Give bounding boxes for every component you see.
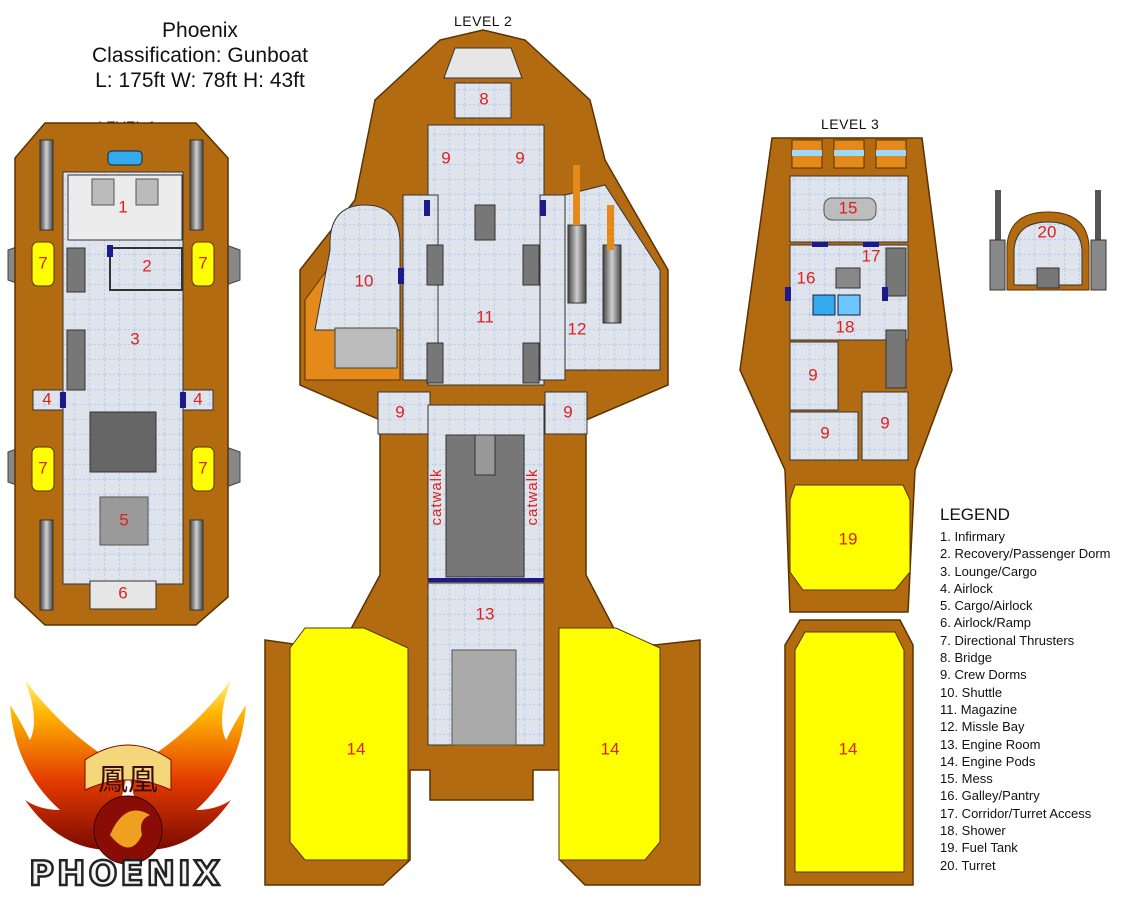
- phoenix-logo: 鳳凰 PHOENIX: [10, 680, 246, 895]
- ship-name: Phoenix: [162, 19, 238, 42]
- room-18-label: 18: [836, 317, 855, 336]
- legend-item: 11. Magazine: [940, 701, 1018, 717]
- legend-item: 16. Galley/Pantry: [940, 788, 1040, 804]
- legend-item: 18. Shower: [940, 823, 1006, 839]
- room-9-label: 9: [880, 413, 889, 432]
- catwalk-label-left: catwalk: [428, 468, 445, 525]
- logo-wordmark: PHOENIX: [29, 854, 223, 894]
- legend-item: 9. Crew Dorms: [940, 667, 1027, 683]
- room-2-label: 2: [142, 256, 151, 275]
- room-3-label: 3: [130, 329, 139, 348]
- catwalk-label-right: catwalk: [524, 468, 541, 525]
- room-7-label: 7: [38, 253, 47, 272]
- room-7-label: 7: [198, 253, 207, 272]
- room-15-label: 15: [839, 198, 858, 217]
- legend-item: 2. Recovery/Passenger Dorm: [940, 546, 1111, 562]
- legend-item: 17. Corridor/Turret Access: [940, 805, 1092, 821]
- legend: LEGEND 1. Infirmary 2. Recovery/Passenge…: [940, 505, 1111, 874]
- room-9-label: 9: [563, 402, 572, 421]
- legend-item: 7. Directional Thrusters: [940, 632, 1075, 648]
- legend-item: 6. Airlock/Ramp: [940, 615, 1032, 631]
- level-3-label: LEVEL 3: [821, 116, 880, 132]
- room-20-label: 20: [1038, 222, 1057, 241]
- room-13-label: 13: [476, 604, 495, 623]
- room-4-label: 4: [42, 389, 51, 408]
- legend-item: 15. Mess: [940, 771, 993, 787]
- legend-item: 12. Missle Bay: [940, 719, 1025, 735]
- room-9-label: 9: [441, 148, 450, 167]
- legend-item: 8. Bridge: [940, 650, 993, 666]
- room-14-label: 14: [839, 739, 858, 758]
- room-9-label: 9: [395, 402, 404, 421]
- room-6-label: 6: [118, 583, 127, 602]
- legend-title: LEGEND: [940, 505, 1010, 524]
- level-1-plan: [7, 122, 241, 626]
- logo-glyphs: 鳳凰: [98, 763, 158, 798]
- turret-plan: [989, 190, 1107, 291]
- level-2-plan: [264, 29, 701, 886]
- room-16-label: 16: [797, 268, 816, 287]
- ship-dimensions: L: 175ft W: 78ft H: 43ft: [95, 69, 305, 92]
- legend-item: 5. Cargo/Airlock: [940, 598, 1033, 614]
- room-4-label: 4: [193, 389, 202, 408]
- level-2-label: LEVEL 2: [454, 13, 513, 29]
- room-10-label: 10: [355, 271, 374, 290]
- legend-item: 20. Turret: [940, 857, 996, 873]
- legend-item: 1. Infirmary: [940, 529, 1006, 544]
- ship-classification: Classification: Gunboat: [92, 44, 308, 67]
- room-12-label: 12: [568, 319, 587, 338]
- legend-item: 10. Shuttle: [940, 684, 1003, 700]
- legend-item: 19. Fuel Tank: [940, 840, 1018, 856]
- room-9-label: 9: [820, 423, 829, 442]
- room-14-label: 14: [347, 739, 366, 758]
- legend-item: 4. Airlock: [940, 580, 993, 596]
- room-19-label: 19: [839, 529, 858, 548]
- room-7-label: 7: [38, 458, 47, 477]
- room-9-label: 9: [515, 148, 524, 167]
- legend-item: 14. Engine Pods: [940, 753, 1036, 769]
- room-5-label: 5: [119, 510, 128, 529]
- legend-item: 13. Engine Room: [940, 736, 1041, 752]
- room-11-label: 11: [476, 307, 494, 326]
- room-1-label: 1: [118, 197, 127, 216]
- room-17-label: 17: [862, 246, 881, 265]
- legend-item: 3. Lounge/Cargo: [940, 563, 1037, 579]
- level-3-plan: [739, 137, 953, 886]
- title-block: Phoenix Classification: Gunboat L: 175ft…: [70, 18, 330, 93]
- room-8-label: 8: [479, 89, 488, 108]
- room-7-label: 7: [198, 458, 207, 477]
- room-9-label: 9: [808, 365, 817, 384]
- room-14-label: 14: [601, 739, 620, 758]
